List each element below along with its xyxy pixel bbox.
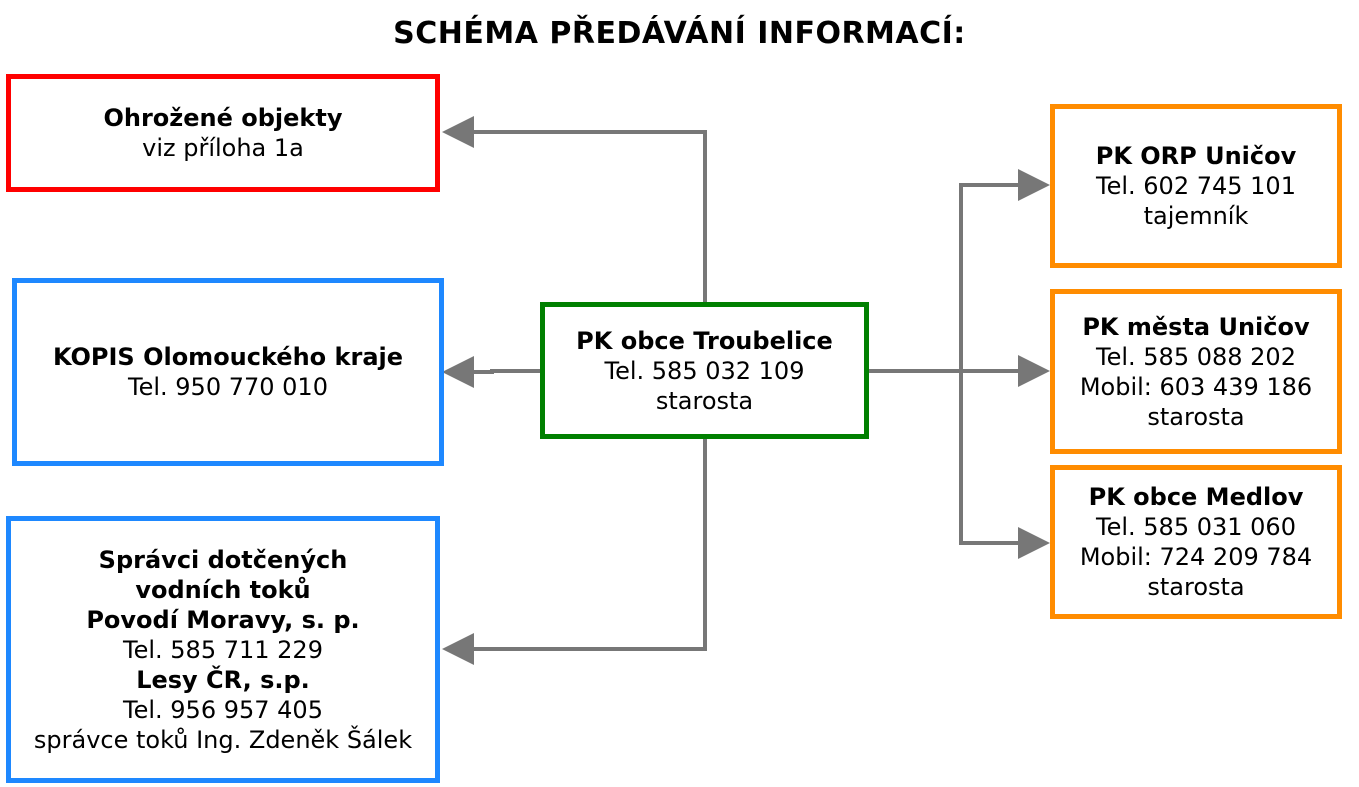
threatened-objects-box: Ohrožené objekty viz příloha 1a [6,74,440,192]
water-managers-box: Správci dotčených vodních toků Povodí Mo… [6,516,440,783]
orp-box: PK ORP Uničov Tel. 602 745 101 tajemník [1050,104,1342,268]
edge-bus-to-orp [959,169,1050,371]
center-node-box: PK obce Troubelice Tel. 585 032 109 star… [540,302,869,439]
water-managers-org2: Lesy ČR, s.p. [136,665,310,694]
edge-bus-to-medlov [959,371,1050,559]
water-managers-phone2: Tel. 956 957 405 [123,695,323,724]
diagram-title: SCHÉMA PŘEDÁVÁNÍ INFORMACÍ: [393,16,966,51]
town-mobile: Mobil: 603 439 186 [1079,372,1313,401]
orp-phone: Tel. 602 745 101 [1096,172,1296,200]
medlov-mobile: Mobil: 724 209 784 [1079,543,1313,571]
water-managers-line1: Správci dotčených [98,545,348,574]
town-title: PK města Uničov [1082,312,1310,341]
medlov-title: PK obce Medlov [1088,483,1304,511]
edge-center-to-kopis [442,356,541,388]
kopis-phone: Tel. 950 770 010 [128,373,328,401]
water-managers-org1: Povodí Moravy, s. p. [86,605,360,634]
water-managers-line2: vodních toků [135,575,311,604]
orp-title: PK ORP Uničov [1095,142,1297,170]
water-managers-contact: správce toků Ing. Zdeněk Šálek [33,725,413,754]
medlov-box: PK obce Medlov Tel. 585 031 060 Mobil: 7… [1050,465,1342,619]
center-node-role: starosta [655,386,754,415]
center-node-phone: Tel. 585 032 109 [604,356,805,385]
orp-role: tajemník [1143,202,1249,230]
edge-center-to-threatened [442,116,707,302]
town-phone: Tel. 585 088 202 [1096,342,1296,371]
center-node-title: PK obce Troubelice [576,326,833,355]
kopis-title: KOPIS Olomouckého kraje [52,343,404,371]
medlov-role: starosta [1147,573,1245,601]
medlov-phone: Tel. 585 031 060 [1096,513,1296,541]
town-box: PK města Uničov Tel. 585 088 202 Mobil: … [1050,289,1342,454]
threatened-objects-note: viz příloha 1a [142,134,304,162]
threatened-objects-title: Ohrožené objekty [103,104,343,132]
edge-center-to-water [442,438,707,665]
water-managers-phone1: Tel. 585 711 229 [123,635,323,664]
town-role: starosta [1147,402,1245,431]
kopis-box: KOPIS Olomouckého kraje Tel. 950 770 010 [12,278,444,466]
